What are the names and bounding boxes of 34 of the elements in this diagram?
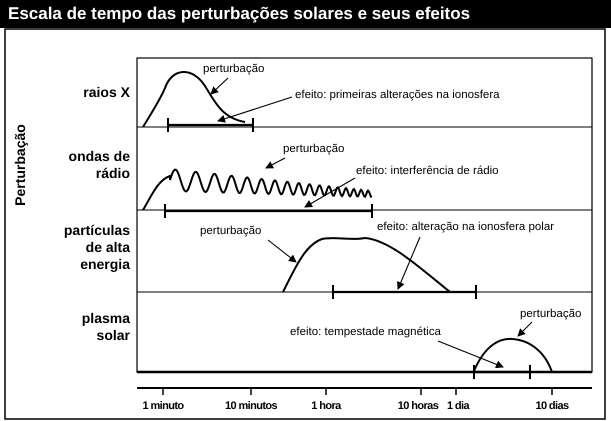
row-label: partículas de alta energia bbox=[62, 222, 130, 273]
row-label: raios X bbox=[82, 84, 130, 101]
leader-arrow bbox=[397, 236, 420, 290]
annotation-text: perturbação bbox=[203, 63, 264, 75]
disturbance-curve bbox=[473, 338, 553, 372]
leader-arrow bbox=[438, 340, 504, 368]
annotation-text: perturbação bbox=[520, 308, 582, 320]
row-label: plasma solar bbox=[80, 310, 130, 344]
tick-label: 10 minutos bbox=[224, 400, 278, 412]
interval-bar bbox=[332, 285, 477, 299]
tick-label: 1 hora bbox=[311, 400, 341, 412]
tick-label: 10 horas bbox=[398, 400, 438, 412]
row-label: ondas de rádio bbox=[68, 148, 130, 182]
tick-label: 1 dia bbox=[446, 400, 470, 412]
leader-arrow bbox=[268, 240, 297, 263]
annotation-text: efeito: tempestade magnética bbox=[290, 326, 441, 338]
title: Escala de tempo das perturbações solares e seus efeitos bbox=[8, 4, 470, 24]
annotation-text: efeito: primeiras alterações na ionosfera bbox=[295, 89, 500, 101]
leader-arrow bbox=[304, 178, 356, 208]
leader-arrow bbox=[217, 96, 292, 123]
annotation-text: efeito: interferência de rádio bbox=[356, 165, 499, 177]
leader-arrow bbox=[210, 78, 228, 95]
disturbance-curve bbox=[282, 237, 451, 293]
tick-label: 10 dias bbox=[535, 400, 569, 412]
tick-label: 1 minuto bbox=[142, 400, 184, 412]
leader-arrow bbox=[517, 322, 532, 337]
interval-bar bbox=[473, 365, 531, 379]
leader-arrow bbox=[265, 158, 286, 168]
axis-title: Perturbação bbox=[12, 124, 28, 206]
annotation-text: efeito: alteração na ionosfera polar bbox=[377, 221, 554, 233]
annotation-text: perturbação bbox=[200, 225, 262, 237]
annotation-text: perturbação bbox=[283, 143, 344, 155]
interval-bar bbox=[167, 118, 254, 132]
interval-bar bbox=[164, 204, 373, 218]
